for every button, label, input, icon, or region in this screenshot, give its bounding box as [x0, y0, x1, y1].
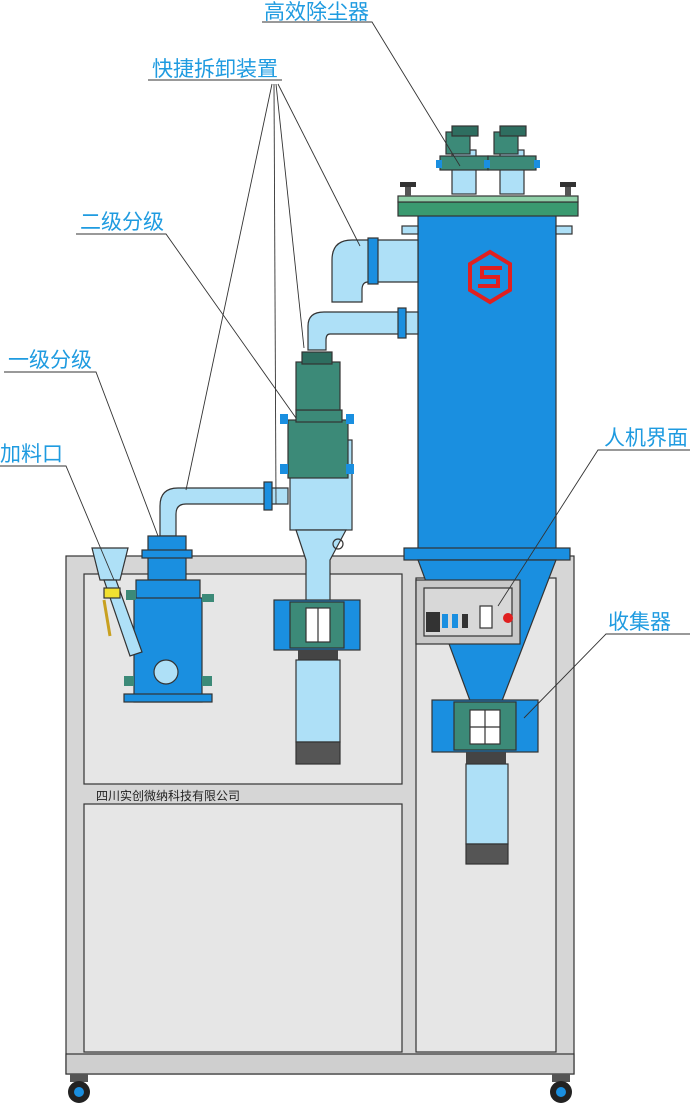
pulse-valve-right — [484, 125, 540, 195]
collector-jar — [465, 763, 509, 865]
wheel-left — [68, 1074, 90, 1103]
secondary-classifier — [280, 351, 354, 651]
company-logo — [468, 249, 512, 305]
primary-classifier — [123, 535, 214, 703]
label-collector: 收集器 — [608, 610, 671, 634]
label-secondary-classifier: 二级分级 — [80, 210, 164, 234]
duct-pipes — [159, 237, 419, 537]
collector — [431, 699, 539, 764]
label-dust-collector: 高效除尘器 — [264, 0, 369, 24]
label-feed-port: 加料口 — [0, 442, 63, 466]
hmi-panel — [415, 579, 521, 645]
feed-port — [91, 547, 143, 657]
pulse-valve-left — [436, 125, 492, 195]
leader-lines — [0, 21, 690, 719]
company-name: 四川实创微纳科技有限公司 — [96, 788, 240, 803]
wheel-right — [550, 1074, 572, 1103]
label-primary-classifier: 一级分级 — [8, 348, 92, 372]
secondary-jar — [295, 659, 341, 765]
label-hmi: 人机界面 — [604, 426, 688, 450]
secondary-collector-valve — [273, 599, 361, 660]
label-quick-release: 快捷拆卸装置 — [152, 57, 278, 81]
